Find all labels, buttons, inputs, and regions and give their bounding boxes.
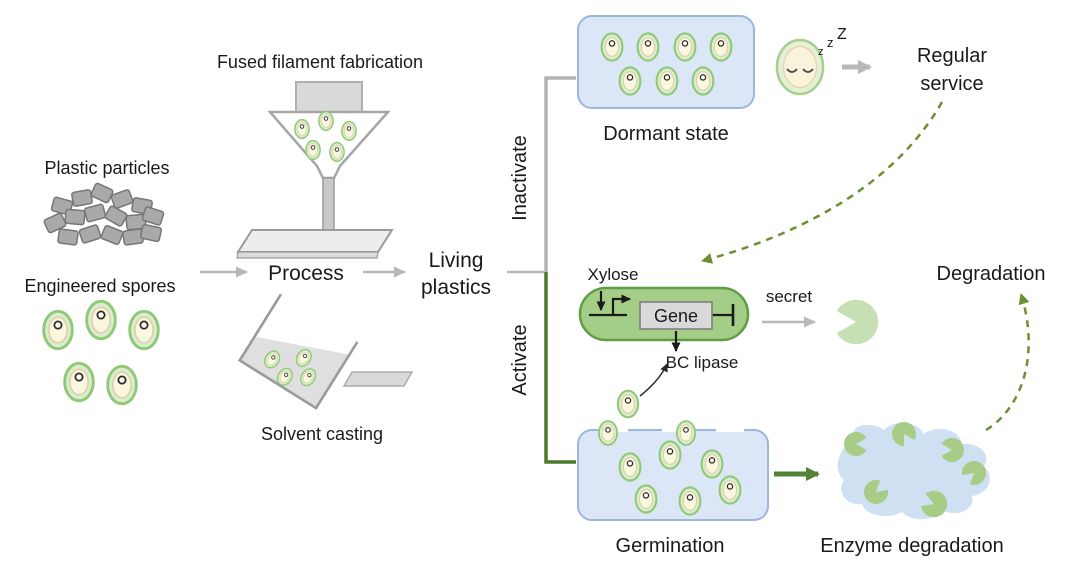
- spore-icon: [600, 32, 624, 62]
- spore-icon: [675, 420, 697, 446]
- beaker-liquid: [239, 336, 350, 409]
- beaker-outline: [237, 293, 359, 410]
- regular-service-line1: Regular: [917, 45, 987, 67]
- spore-icon: [318, 110, 334, 132]
- regular-service-line2: service: [920, 73, 983, 95]
- activate-label: Activate: [509, 324, 531, 395]
- spore-icon: [618, 452, 642, 482]
- sleep-z3: Z: [837, 26, 847, 43]
- sleep-z1: z: [818, 46, 824, 58]
- sleep-z2: z: [827, 35, 834, 50]
- gene-label: Gene: [654, 306, 698, 326]
- xylose-label: Xylose: [587, 265, 638, 284]
- spore-icon: [106, 364, 138, 406]
- sleeping-cell: z z Z: [775, 26, 847, 96]
- spore-icon: [678, 486, 702, 516]
- spore-icon: [329, 141, 345, 163]
- spore-icon: [597, 420, 619, 446]
- secret-label: secret: [766, 287, 813, 306]
- plastic-particles-cluster: [42, 181, 165, 247]
- process-label: Process: [268, 262, 344, 285]
- inactivate-branch-line: [544, 76, 576, 272]
- enzyme-degradation-group: Enzyme degradation: [820, 417, 1004, 557]
- enzyme-degradation-label: Enzyme degradation: [820, 535, 1003, 557]
- spore-icon: [341, 120, 357, 142]
- spore-icon: [673, 32, 697, 62]
- spore-icon: [700, 449, 724, 479]
- beaker: [237, 293, 359, 410]
- solvent-casting-label: Solvent casting: [261, 424, 383, 444]
- living-plastics-line1: Living: [429, 249, 484, 272]
- living-plastics-line2: plastics: [421, 276, 491, 299]
- degradation-dashed-arrow: [985, 293, 1030, 432]
- cell-core: [782, 45, 818, 89]
- spore-icon: [691, 66, 715, 96]
- spore-icon: [655, 66, 679, 96]
- printer-nozzle: [322, 177, 335, 231]
- spore-icon: [305, 139, 321, 161]
- spore-icon: [718, 475, 742, 505]
- regular-service-dashed-arrow: [701, 101, 944, 264]
- germination-to-circuit-arrow: [639, 363, 668, 397]
- spore-icon: [709, 32, 733, 62]
- closed-eyes-icon: [786, 68, 814, 73]
- escaping-spore-icon: [616, 389, 640, 419]
- spore-icon: [658, 440, 682, 470]
- print-bed: [236, 229, 394, 253]
- engineered-spores-label: Engineered spores: [24, 276, 175, 296]
- plastic-particles-label: Plastic particles: [44, 158, 169, 178]
- degradation-label: Degradation: [937, 263, 1046, 285]
- secreted-enzyme-icon: [836, 299, 879, 345]
- gene-circuit: [589, 291, 735, 352]
- spore-icon: [294, 118, 310, 140]
- spore-icon: [634, 484, 658, 514]
- fff-label: Fused filament fabrication: [217, 52, 423, 72]
- inactivate-label: Inactivate: [509, 135, 531, 221]
- spore-icon: [618, 66, 642, 96]
- fff-printer: [236, 81, 394, 259]
- spore-icon: [42, 309, 74, 351]
- activate-branch-line: [544, 272, 576, 464]
- dormant-state-label: Dormant state: [603, 123, 729, 145]
- promoter-arrow-icon: [611, 294, 631, 315]
- engineered-spores-cluster: [42, 299, 160, 406]
- gene-box: [639, 301, 713, 330]
- casting-plate: [342, 371, 414, 387]
- solvent-casting-group: Solvent casting: [237, 293, 414, 444]
- printer-feed-block: [295, 81, 363, 113]
- bc-lipase-label: BC lipase: [666, 353, 739, 372]
- spore-icon: [636, 32, 660, 62]
- germination-label: Germination: [616, 535, 725, 557]
- spore-icon: [63, 361, 95, 403]
- spore-icon: [85, 299, 117, 341]
- print-bed-edge: [236, 251, 379, 259]
- spore-icon: [128, 309, 160, 351]
